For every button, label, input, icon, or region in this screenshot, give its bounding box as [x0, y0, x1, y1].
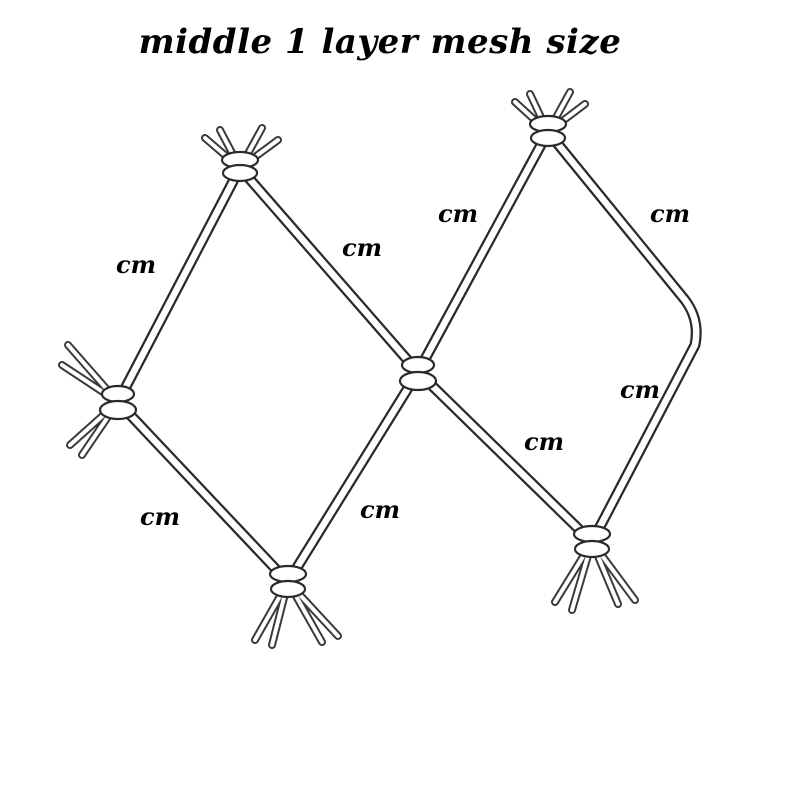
label-lower-right-right: cm	[620, 375, 661, 404]
tails-bottom-right-knot	[551, 538, 639, 614]
diagram-title: middle 1 layer mesh size	[138, 22, 622, 62]
knot-bottom-right	[572, 524, 612, 559]
strand-right-cell	[412, 126, 702, 548]
knot-top-left	[220, 150, 260, 183]
knot-center	[398, 355, 438, 392]
tails-top-left-knot	[201, 124, 282, 172]
knot-bottom-left	[268, 564, 308, 599]
label-upper-left-left: cm	[116, 250, 157, 279]
label-lower-left-right: cm	[360, 495, 401, 524]
knot-top-right	[528, 114, 568, 148]
label-upper-left-right: cm	[342, 233, 383, 262]
knot-left	[98, 384, 138, 421]
label-upper-right-left: cm	[438, 199, 479, 228]
tails-top-right-knot	[511, 88, 589, 136]
knot-tails	[58, 88, 639, 649]
mesh-strands	[112, 126, 702, 588]
label-upper-right-right: cm	[650, 199, 691, 228]
knots	[98, 114, 612, 599]
tails-left-knot	[58, 341, 122, 459]
label-lower-right-left: cm	[524, 427, 565, 456]
tails-bottom-left-knot	[251, 578, 342, 649]
label-lower-left-left: cm	[140, 502, 181, 531]
strand-right-cell	[414, 128, 700, 546]
